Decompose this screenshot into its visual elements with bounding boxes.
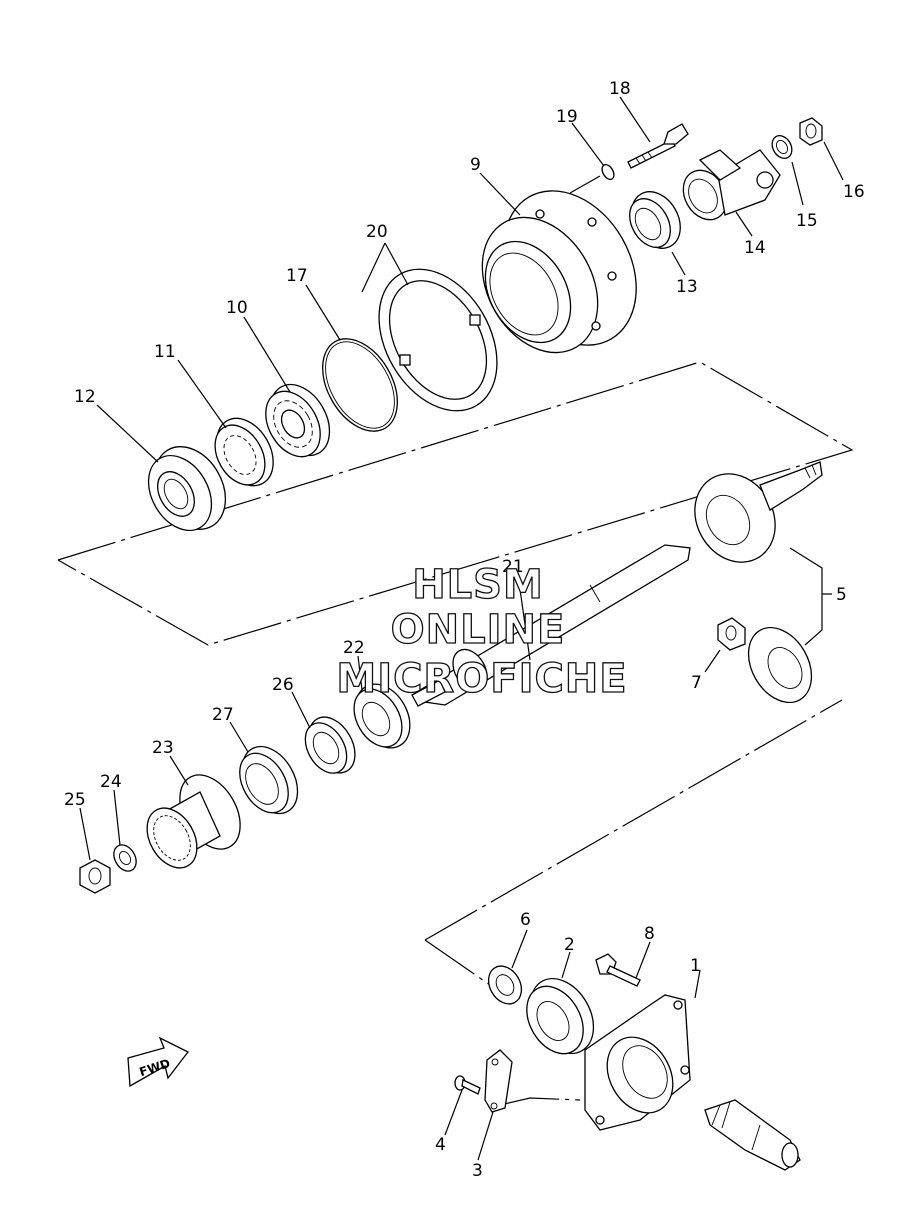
callout-3: 3 [472,1161,483,1181]
group-frame-upper [57,361,854,646]
callout-7: 7 [691,673,702,693]
callout-18: 18 [609,79,631,99]
callout-24: 24 [100,772,122,792]
bearing-part-12[interactable] [136,434,240,542]
callout-8: 8 [644,924,655,944]
callout-22: 22 [343,638,365,658]
callout-15: 15 [796,211,818,231]
washer-part-19[interactable] [569,163,616,194]
callout-6: 6 [520,910,531,930]
universal-joint-yoke-part-14[interactable] [675,149,781,228]
washer-part-15[interactable] [768,132,796,162]
bolt-part-18[interactable] [627,123,689,169]
callout-13: 13 [676,277,698,297]
callout-17: 17 [286,266,308,286]
screw-part-4[interactable] [454,1075,481,1095]
callout-10: 10 [226,298,248,318]
collar-part-26[interactable] [297,709,364,781]
callout-4: 4 [435,1135,446,1155]
pinion-shaft[interactable] [704,1099,801,1171]
watermark-line-2: ONLINE [391,607,566,653]
drive-shaft-part-21[interactable] [411,544,691,707]
watermark-line-3: MICROFICHE [336,656,627,702]
bevel-gear-part-5[interactable] [679,459,823,577]
callout-12: 12 [74,387,96,407]
nut-part-25[interactable] [79,859,111,894]
watermark-line-1: HLSM [412,562,544,608]
shim-part-20[interactable] [355,248,521,432]
bolt-part-8[interactable] [595,953,641,987]
bracket-plate-part-3[interactable] [484,1049,513,1113]
callout-5: 5 [836,585,847,605]
splined-collar-part-11[interactable] [205,408,285,495]
ball-bearing-part-10[interactable] [255,374,342,466]
callout-labels: 1 2 3 4 5 6 7 8 9 10 11 12 13 14 15 16 1… [64,79,865,1181]
callout-14: 14 [744,238,766,258]
bearing-part-22[interactable] [344,675,420,758]
final-drive-housing-part-1[interactable] [584,994,691,1131]
callout-27: 27 [212,705,234,725]
ring-gear-part-5[interactable] [736,616,824,713]
callout-26: 26 [272,675,294,695]
callout-25: 25 [64,790,86,810]
o-ring-part-17[interactable] [307,326,412,445]
nut-part-16[interactable] [799,117,823,146]
callout-19: 19 [556,107,578,127]
callout-20: 20 [366,222,388,242]
callout-11: 11 [154,342,176,362]
callout-16: 16 [843,182,865,202]
callout-21: 21 [502,557,524,577]
washer-part-6[interactable] [482,960,528,1010]
oil-seal-part-27[interactable] [230,737,309,823]
callout-1: 1 [690,956,701,976]
coupling-part-23[interactable] [137,764,253,876]
bearing-part-2[interactable] [515,967,606,1064]
leader-lines [79,96,844,1161]
group-frame-lower [424,699,843,1106]
callout-9: 9 [470,155,481,175]
bearing-housing-part-9[interactable] [459,167,663,373]
bracket-part-5 [789,547,832,646]
watermark: HLSM ONLINE MICROFICHE [336,561,628,702]
oil-seal-part-13[interactable] [621,183,690,257]
nut-part-7[interactable] [717,617,746,651]
callout-2: 2 [564,935,575,955]
washer-part-24[interactable] [109,841,140,875]
callout-23: 23 [152,738,174,758]
forward-direction-arrow: FWD [127,1036,189,1088]
